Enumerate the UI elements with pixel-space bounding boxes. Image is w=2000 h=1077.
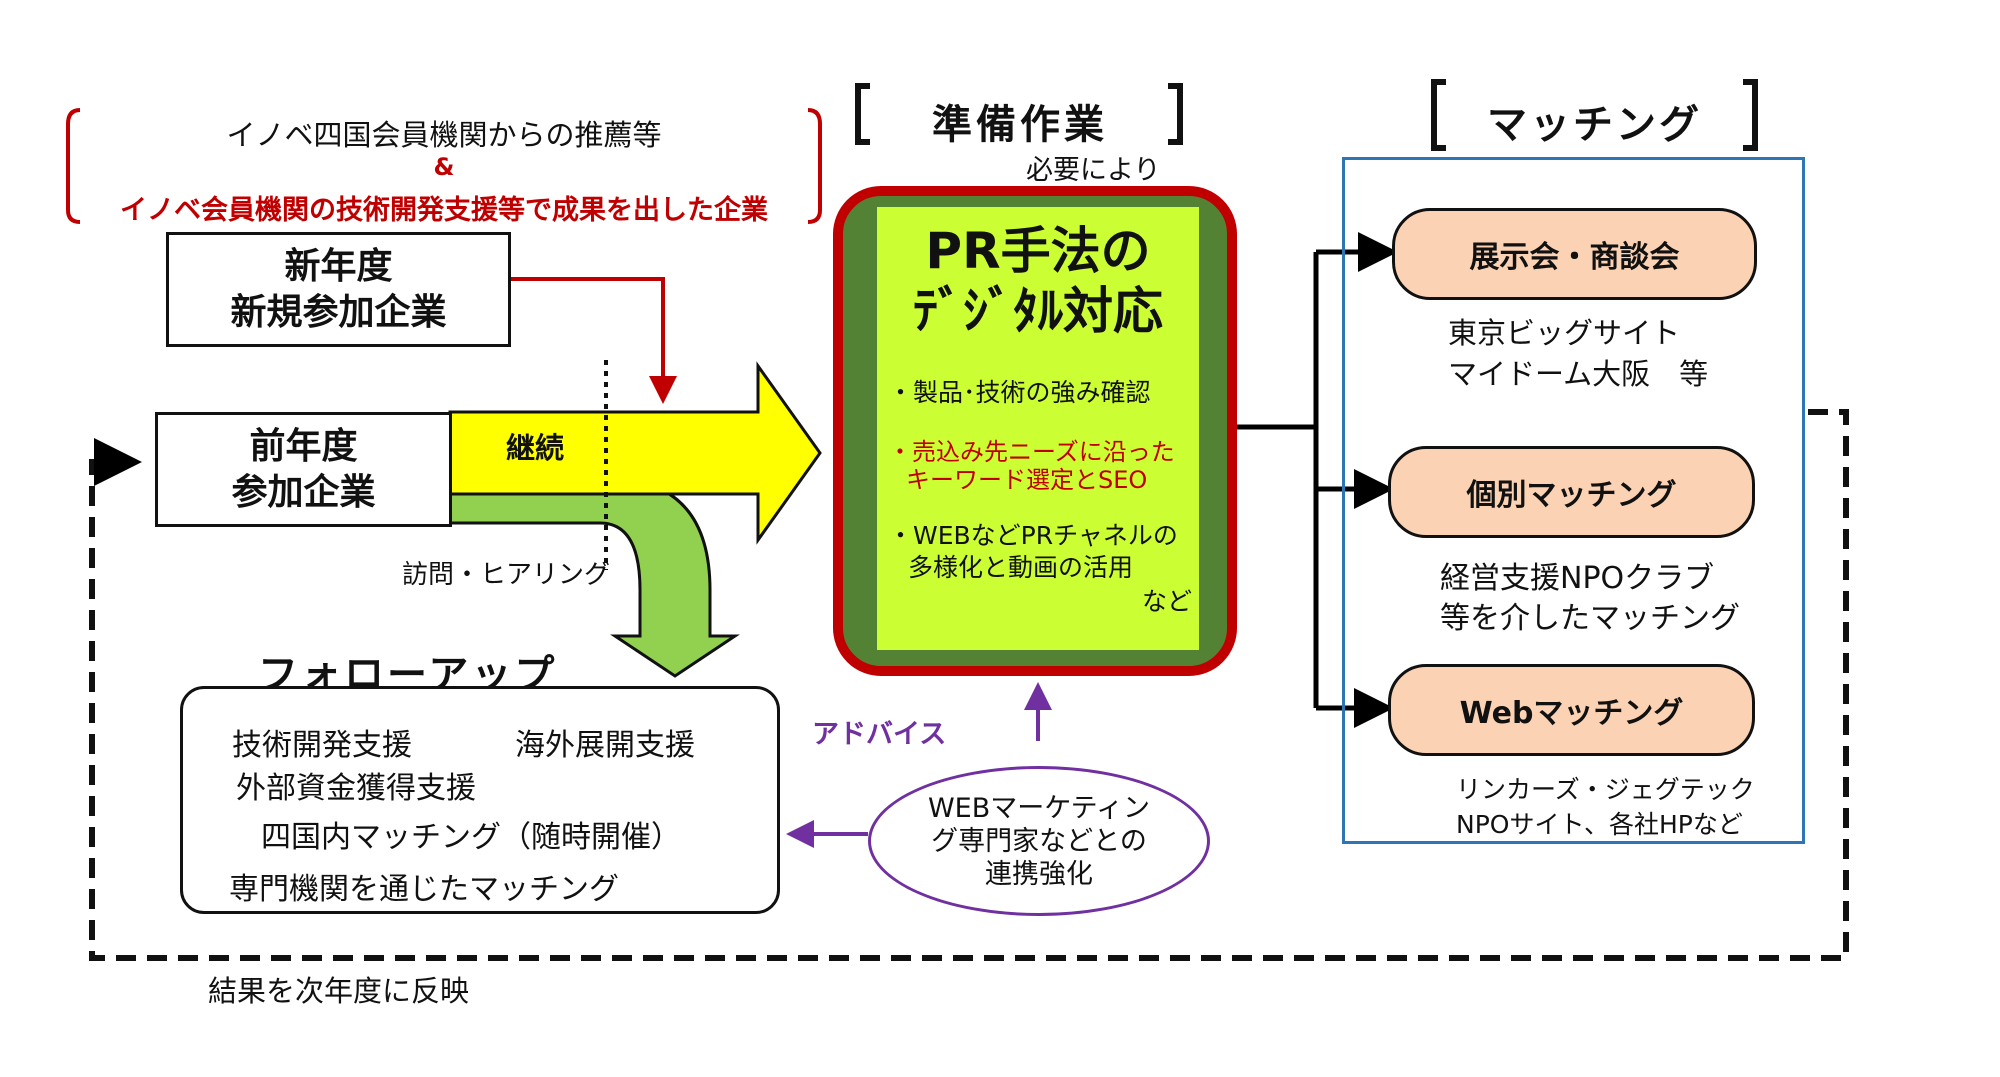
- pr-bullet1: ・製品･技術の強み確認: [888, 378, 1151, 407]
- web-partner-ellipse: WEBマーケティン グ専門家などとの 連携強化: [868, 766, 1210, 916]
- follow-up-item: 海外展開支援: [515, 728, 695, 763]
- recommendation-line1: イノベ四国会員機関からの推薦等: [226, 118, 662, 152]
- prev-company-line1: 前年度: [249, 425, 358, 467]
- web-partner-line2: グ専門家などとの: [931, 825, 1147, 857]
- exhibition-desc2: マイドーム大阪 等: [1448, 357, 1709, 391]
- follow-up-item: 四国内マッチング（随時開催）: [261, 820, 681, 855]
- pr-method-inner: [877, 207, 1199, 650]
- prev-company-line2: 参加企業: [231, 471, 376, 513]
- web-partner-line3: 連携強化: [985, 858, 1093, 890]
- web-partner-line1: WEBマーケティン: [927, 792, 1151, 824]
- pr-bullet3-line1: ・WEBなどPRチャネルの: [888, 521, 1178, 550]
- prep-note: 必要により: [1026, 155, 1161, 186]
- feedback-loop: [89, 409, 1849, 961]
- new-company-line2: 新規参加企業: [230, 291, 447, 333]
- follow-up-item: 専門機関を通じたマッチング: [229, 872, 619, 907]
- pr-bullet3-line2: 多様化と動画の活用: [908, 553, 1134, 582]
- new-company-arrow: [511, 277, 677, 404]
- continue-label: 継続: [506, 431, 565, 465]
- exhibition-desc1: 東京ビッグサイト: [1448, 316, 1681, 350]
- prep-bracket-left: [855, 83, 870, 145]
- pr-bullet2-line1: ・売込み先ニーズに沿った: [888, 438, 1175, 466]
- recommendation-bracket-right: [807, 108, 822, 224]
- follow-up-item: 技術開発支援: [232, 728, 412, 763]
- pr-title-line1: PR手法の: [925, 222, 1151, 280]
- visit-label: 訪問・ヒアリング: [402, 560, 611, 590]
- continue-arrow: [448, 361, 822, 545]
- web-matching-label: Webマッチング: [1459, 696, 1684, 731]
- matching-header: マッチング: [1487, 102, 1702, 148]
- prep-bracket-right: [1168, 83, 1183, 145]
- individual-desc1: 経営支援NPOクラブ: [1440, 561, 1715, 596]
- matching-frame: [1342, 157, 1805, 844]
- pr-bullet2-line2: キーワード選定とSEO: [906, 466, 1148, 494]
- recommendation-line2: イノベ会員機関の技術開発支援等で成果を出した企業: [120, 195, 768, 226]
- recommendation-bracket-left: [66, 108, 81, 224]
- pr-bullet3-suffix: など: [1142, 587, 1193, 616]
- new-company-line1: 新年度: [284, 245, 393, 287]
- prep-header: 準備作業: [932, 102, 1108, 148]
- web-matching-pill: Webマッチング: [1388, 664, 1755, 756]
- prev-company-box: 前年度 参加企業: [155, 412, 452, 527]
- recommendation-amp: &: [433, 153, 455, 181]
- individual-desc2: 等を介したマッチング: [1440, 601, 1740, 636]
- web-matching-desc1: リンカーズ・ジェグテック: [1456, 775, 1755, 804]
- matching-bracket-left: [1431, 79, 1446, 151]
- matching-bracket-right: [1743, 79, 1758, 151]
- individual-label: 個別マッチング: [1466, 478, 1677, 513]
- follow-up-box: [180, 686, 780, 914]
- follow-up-item: 外部資金獲得支援: [236, 771, 476, 806]
- feedback-label: 結果を次年度に反映: [208, 974, 470, 1008]
- advice-label: アドバイス: [812, 719, 947, 750]
- web-matching-desc2: NPOサイト、各社HPなど: [1456, 810, 1743, 839]
- new-company-box: 新年度 新規参加企業: [166, 232, 511, 347]
- exhibition-pill: 展示会・商談会: [1392, 208, 1757, 300]
- exhibition-label: 展示会・商談会: [1469, 240, 1680, 275]
- individual-pill: 個別マッチング: [1388, 446, 1755, 538]
- pr-title-line2: ﾃﾞｼﾞﾀﾙ対応: [913, 282, 1163, 340]
